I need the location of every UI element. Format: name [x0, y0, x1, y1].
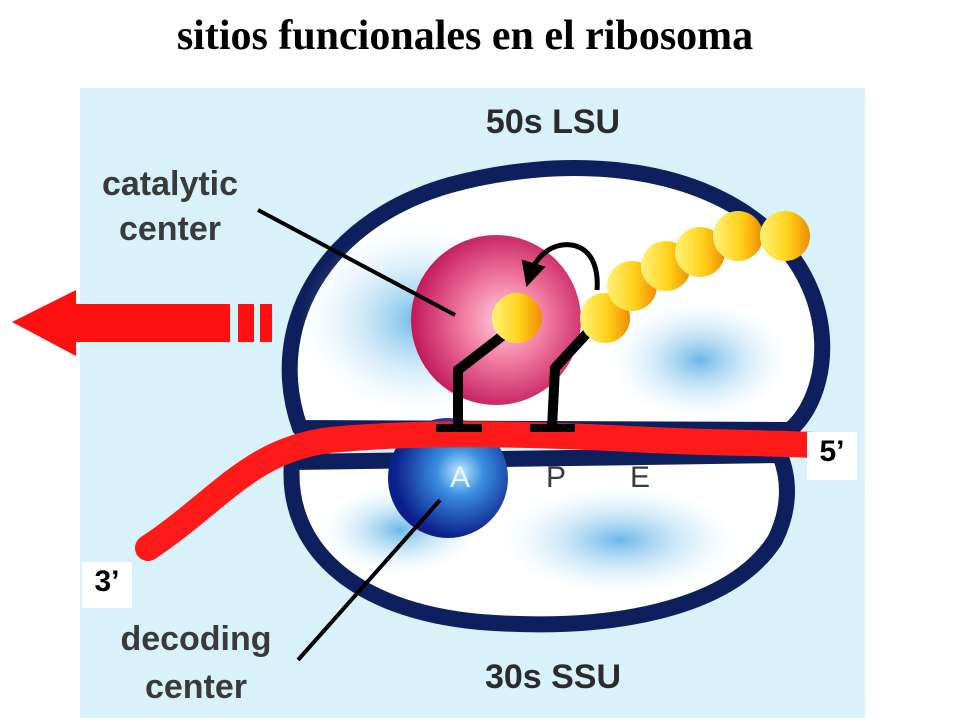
lsu-label: 50s LSU: [486, 103, 620, 141]
catalytic-label-line2: center: [119, 210, 221, 248]
decoding-callout-line: [296, 498, 442, 662]
site-e-label: E: [630, 461, 650, 494]
translocation-direction-arrow: [12, 290, 272, 356]
trna-a-site: [453, 326, 514, 428]
site-p-label: P: [546, 461, 566, 494]
three-prime-end-label: 3’: [82, 562, 132, 608]
amino-acid-a-site: [492, 293, 542, 343]
amino-acid: [760, 211, 810, 261]
trna-p-site: [547, 326, 594, 429]
amino-acid: [713, 211, 763, 261]
small-subunit-shade: [500, 485, 740, 595]
catalytic-callout-line: [257, 208, 456, 317]
decoding-center-sphere: [388, 418, 508, 538]
ssu-label: 30s SSU: [485, 658, 621, 696]
catalytic-label-line1: catalytic: [102, 165, 238, 203]
arrow-dash: [260, 304, 272, 342]
arrow-head: [12, 290, 230, 356]
decoding-label-line1: decoding: [120, 620, 271, 658]
peptide-chain: [580, 211, 810, 343]
site-a-label: A: [450, 461, 470, 494]
peptidyl-transfer-arrow: [521, 242, 600, 291]
large-subunit-shade-2: [610, 300, 790, 420]
arrow-dash: [238, 304, 254, 342]
page-title: sitios funcionales en el ribosoma: [176, 13, 754, 59]
amino-acid: [675, 227, 725, 277]
mrna-strand: [135, 421, 828, 561]
decoding-label-line2: center: [145, 668, 247, 706]
five-prime-end-label: 5’: [807, 432, 857, 480]
